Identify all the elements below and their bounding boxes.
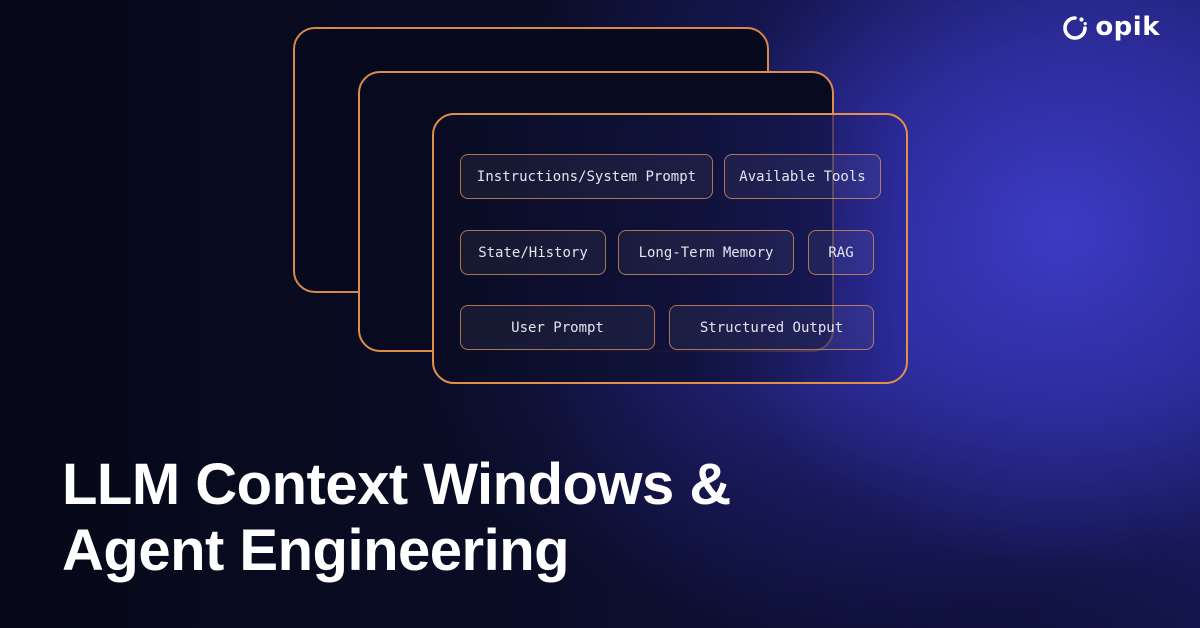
chip-structured-output: Structured Output (669, 305, 874, 350)
page-title: LLM Context Windows & Agent Engineering (62, 452, 731, 584)
chip-long-term-memory: Long-Term Memory (618, 230, 794, 275)
opik-logo: opik (1061, 14, 1160, 42)
logo-text: opik (1095, 12, 1160, 42)
title-line-2: Agent Engineering (62, 518, 570, 583)
chip-user-prompt: User Prompt (460, 305, 655, 350)
chip-rag: RAG (808, 230, 874, 275)
opik-logo-icon (1063, 16, 1088, 40)
chip-state-history: State/History (460, 230, 606, 275)
context-window-front (432, 113, 908, 384)
chip-available-tools: Available Tools (724, 154, 881, 199)
chip-instructions-system-prompt: Instructions/System Prompt (460, 154, 713, 199)
title-line-1: LLM Context Windows & (62, 452, 731, 517)
